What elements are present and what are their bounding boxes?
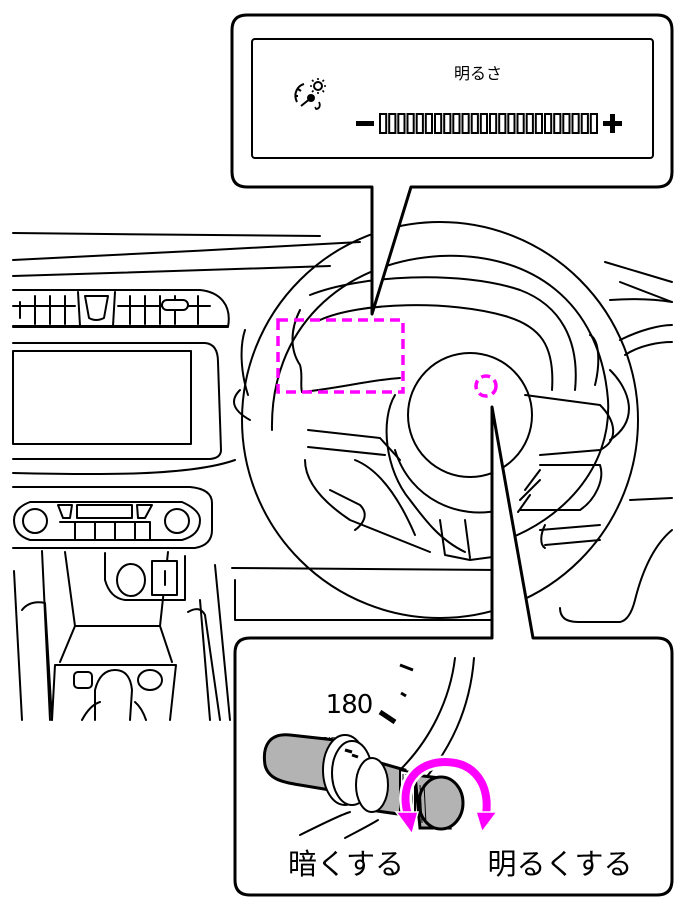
brightness-segment [452, 113, 461, 134]
steering-hub [407, 352, 533, 478]
minus-icon [356, 121, 374, 126]
plus-icon [603, 114, 622, 133]
speed-label: 180 [326, 690, 373, 720]
meter-brightness-icon [294, 78, 326, 111]
brightness-segment [516, 113, 525, 134]
brightness-bar [379, 113, 598, 134]
brightness-segment [534, 113, 543, 134]
darker-label: 暗くする [288, 847, 404, 881]
dash-line [12, 265, 331, 277]
brightness-segment [589, 113, 598, 134]
meter-screen [251, 38, 654, 159]
brightness-segment [479, 113, 488, 134]
left-climate-knob[interactable] [22, 508, 48, 534]
lower-console [13, 550, 231, 721]
dash-line [12, 232, 321, 237]
brightness-segment [562, 113, 571, 134]
brighter-arrowhead [474, 811, 499, 834]
brightness-segment [461, 113, 470, 134]
meter-display-highlight [276, 318, 405, 394]
brightness-segment [443, 113, 452, 134]
hazard-switch[interactable] [84, 295, 109, 321]
center-display [12, 342, 222, 460]
brightness-segment [571, 113, 580, 134]
brightness-segment [498, 113, 507, 134]
power-outlet [116, 563, 146, 597]
dashboard [12, 232, 673, 721]
center-air-vents [12, 289, 230, 328]
brightness-segment [544, 113, 553, 134]
rotate-arrows-icon [394, 755, 499, 836]
steering-wheel [233, 221, 639, 619]
brightness-segment [470, 113, 479, 134]
brightness-segment [434, 113, 443, 134]
brightness-segment [379, 113, 388, 134]
darker-arrowhead [394, 811, 419, 836]
dash-line [12, 241, 361, 261]
display-callout: 明るさ [230, 13, 674, 316]
brightness-segment [397, 113, 406, 134]
brightness-segment [406, 113, 415, 134]
right-climate-knob[interactable] [164, 508, 190, 534]
display-title: 明るさ [454, 64, 502, 83]
brightness-switch-highlight[interactable] [474, 374, 498, 398]
brightness-segment [489, 113, 498, 134]
brighter-label: 明るくする [487, 847, 632, 881]
brightness-segment [415, 113, 424, 134]
climate-control-panel [13, 501, 201, 541]
switch-callout: 180 TRIP 暗くする 明るくする [233, 405, 674, 897]
brightness-segment [388, 113, 397, 134]
brightness-segment [525, 113, 534, 134]
brightness-segment [580, 113, 589, 134]
brightness-segment [553, 113, 562, 134]
brightness-segment [507, 113, 516, 134]
brightness-segment [424, 113, 433, 134]
